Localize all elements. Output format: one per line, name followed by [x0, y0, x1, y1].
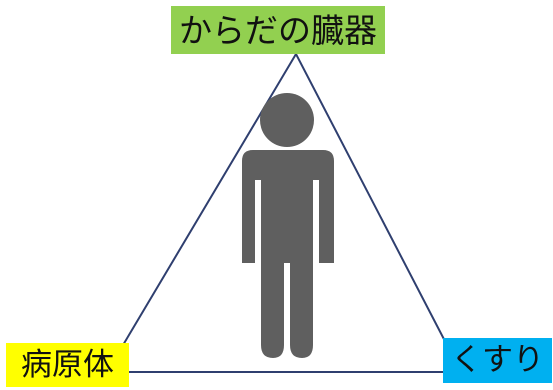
organs-label: からだの臓器: [171, 6, 385, 54]
triangle-outline: [105, 51, 463, 373]
pathogen-label: 病原体: [6, 343, 129, 387]
medicine-label: くすり: [443, 338, 552, 383]
person-icon: [242, 93, 334, 358]
